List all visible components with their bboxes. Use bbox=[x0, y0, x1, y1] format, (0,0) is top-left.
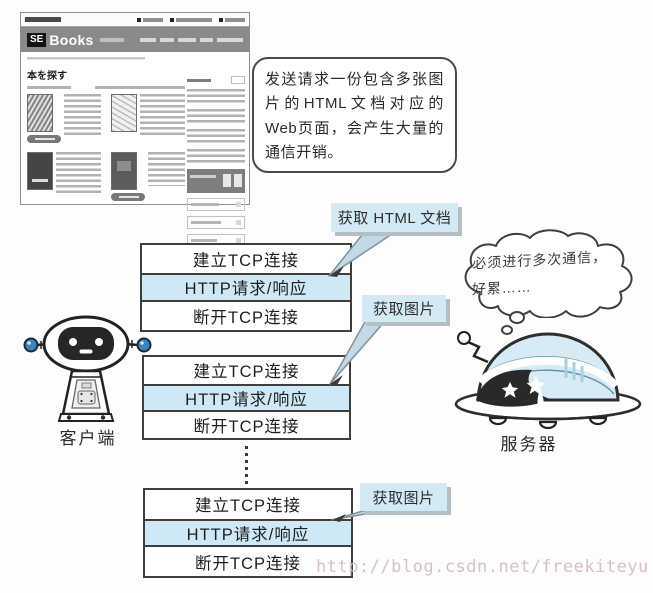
tcp-sequence-box-2: 建立TCP连接 HTTP请求/响应 断开TCP连接 bbox=[142, 355, 351, 440]
tab-label-placeholder bbox=[143, 17, 163, 22]
nav-link-placeholder bbox=[178, 37, 196, 42]
tcp-row-http: HTTP请求/响应 bbox=[142, 273, 350, 302]
callout-tail-icon bbox=[331, 509, 393, 522]
bookstore-screenshot: SE Books 本を探す bbox=[20, 12, 250, 247]
book-cover-column bbox=[111, 152, 145, 201]
sidebar-link-box bbox=[187, 216, 245, 229]
book-cover-thumb bbox=[111, 152, 137, 190]
book-cover-thumb bbox=[27, 152, 53, 190]
link-text-placeholder bbox=[191, 203, 219, 206]
site-logo-se: SE bbox=[27, 32, 47, 47]
book-grid bbox=[27, 94, 185, 201]
watermark-url: http://blog.csdn.net/freekiteyu bbox=[316, 557, 649, 577]
tab-icon bbox=[170, 17, 174, 22]
tcp-row-establish: 建立TCP连接 bbox=[195, 497, 301, 516]
promo-banner bbox=[187, 169, 245, 193]
tab-icon bbox=[137, 17, 141, 22]
callout-tail-icon bbox=[329, 320, 387, 385]
link-icon bbox=[236, 238, 241, 243]
book-list-main: 本を探す bbox=[27, 67, 185, 201]
tab-label-placeholder bbox=[225, 17, 245, 22]
news-entry-placeholder bbox=[187, 149, 245, 163]
book-text-placeholder bbox=[148, 152, 185, 186]
tab-icon bbox=[219, 17, 223, 22]
client-label: 客户端 bbox=[59, 429, 117, 448]
callout-get-html: 获取 HTML 文档 bbox=[331, 203, 458, 232]
sidebar bbox=[187, 76, 245, 247]
nav-link-placeholder bbox=[160, 37, 174, 42]
link-text-placeholder bbox=[191, 221, 221, 224]
ellipsis-icon bbox=[245, 446, 248, 484]
site-body: 本を探す bbox=[21, 52, 249, 247]
promo-text-placeholder bbox=[190, 175, 216, 178]
book-item bbox=[111, 94, 185, 143]
news-entry-placeholder bbox=[187, 109, 245, 123]
tcp-row-close: 断开TCP连接 bbox=[193, 417, 300, 436]
tab-label-placeholder bbox=[176, 17, 212, 22]
promo-thumb bbox=[234, 174, 242, 187]
server-thought-text: 必须进行多次通信， 好累…… bbox=[472, 243, 641, 304]
thought-cloud-icon bbox=[464, 229, 633, 318]
book-cover-column bbox=[111, 94, 137, 143]
thought-trail-dot bbox=[509, 311, 525, 324]
nav-link-placeholder bbox=[200, 37, 213, 42]
tcp-sequence-box-1: 建立TCP连接 HTTP请求/响应 断开TCP连接 bbox=[140, 243, 352, 332]
thought-trail-dot bbox=[501, 325, 513, 335]
sidebar-header bbox=[187, 76, 245, 84]
book-cover-column bbox=[27, 152, 53, 201]
detail-button-placeholder bbox=[111, 193, 145, 201]
tcp-row-establish: 建立TCP连接 bbox=[193, 363, 300, 382]
page-heading: 本を探す bbox=[27, 71, 67, 82]
promo-thumb bbox=[223, 174, 231, 187]
topbar-tab bbox=[170, 17, 212, 22]
sidebar-chip bbox=[231, 76, 245, 84]
site-logo-books: Books bbox=[49, 31, 94, 48]
server-label: 服务器 bbox=[500, 435, 558, 454]
sidebar-title-placeholder bbox=[187, 78, 211, 82]
detail-button-placeholder bbox=[27, 135, 61, 143]
book-item bbox=[111, 152, 185, 201]
link-text-placeholder bbox=[191, 239, 217, 242]
pagination-placeholder bbox=[27, 86, 185, 89]
book-cover-thumb bbox=[27, 94, 53, 132]
page-links-placeholder bbox=[95, 86, 185, 89]
site-header: SE Books bbox=[21, 27, 249, 52]
callout-get-image-2: 获取图片 bbox=[360, 483, 447, 511]
site-tagline-placeholder bbox=[99, 37, 124, 42]
site-mini-logo bbox=[25, 17, 61, 22]
topbar-tab bbox=[137, 17, 163, 22]
breadcrumb-placeholder bbox=[27, 57, 145, 61]
book-cover-thumb bbox=[111, 94, 137, 132]
topbar-tab bbox=[219, 17, 245, 22]
news-entry-placeholder bbox=[187, 129, 245, 143]
topbar-tabs bbox=[137, 17, 245, 22]
server-ufo-icon bbox=[454, 331, 642, 430]
tcp-sequence-box-3: 建立TCP连接 HTTP请求/响应 断开TCP连接 bbox=[143, 488, 353, 578]
book-item bbox=[27, 94, 101, 143]
tcp-row-http: HTTP请求/响应 bbox=[144, 383, 349, 412]
tcp-row-close: 断开TCP连接 bbox=[195, 554, 301, 573]
book-cover-column bbox=[27, 94, 61, 143]
book-item bbox=[27, 152, 101, 201]
site-nav-placeholder bbox=[140, 37, 243, 42]
browser-topbar bbox=[21, 13, 249, 27]
tcp-row-close: 断开TCP连接 bbox=[193, 308, 299, 327]
news-entry-placeholder bbox=[187, 89, 245, 103]
result-count-placeholder bbox=[27, 86, 71, 89]
callout-tail-icon bbox=[328, 230, 399, 277]
link-icon bbox=[236, 202, 241, 207]
nav-link-placeholder bbox=[140, 37, 156, 42]
book-text-placeholder bbox=[64, 94, 101, 138]
book-text-placeholder bbox=[56, 152, 101, 196]
tcp-row-establish: 建立TCP连接 bbox=[193, 252, 299, 271]
nav-link-placeholder bbox=[217, 37, 243, 42]
sidebar-link-box bbox=[187, 198, 245, 211]
link-icon bbox=[236, 220, 241, 225]
client-robot-icon bbox=[23, 315, 152, 422]
annotation-bubble: 发送请求一份包含多张图片的HTML文档对应的Web页面，会产生大量的通信开销。 bbox=[252, 57, 457, 173]
book-text-placeholder bbox=[140, 94, 185, 138]
callout-get-image-1: 获取图片 bbox=[362, 295, 446, 322]
tcp-row-http: HTTP请求/响应 bbox=[145, 518, 351, 548]
